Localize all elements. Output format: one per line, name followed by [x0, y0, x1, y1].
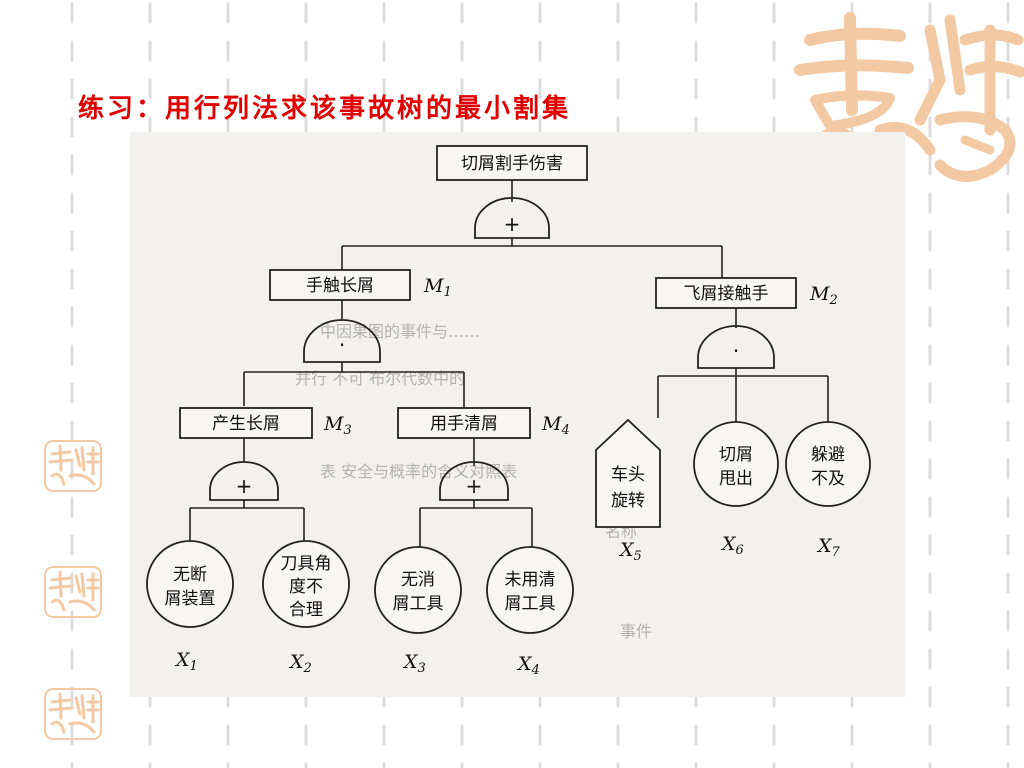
basic-event-circle-x6 [693, 421, 779, 507]
or-gate-m3 [209, 461, 279, 501]
fault-tree-figure: 中因果图的事件与…… 并行 不可 布尔代数中的 表 安全与概率的含义对照表 名称… [130, 132, 905, 697]
var-tag-x7: X7 [816, 535, 841, 560]
basic-label-x2-line3: 合理 [289, 600, 323, 620]
connector-lines [189, 180, 829, 548]
basic-label-x2-line2: 度不 [289, 577, 323, 597]
basic-label-x4-line2: 屑工具 [505, 594, 556, 614]
jixiang-logo-small-1 [44, 440, 102, 492]
scan-bleed-through: 中因果图的事件与…… 并行 不可 布尔代数中的 表 安全与概率的含义对照表 名称… [295, 322, 652, 641]
basic-event-circle-x4 [486, 546, 574, 634]
top-event-label: 切屑割手伤害 [461, 154, 563, 174]
basic-label-x4-line1: 未用清 [505, 570, 556, 590]
basic-event-shapes [146, 418, 871, 634]
basic-label-x6-line1: 切屑 [719, 445, 753, 465]
basic-event-circle-x7 [785, 421, 871, 507]
var-tag-m4: M4 [541, 413, 570, 438]
basic-label-x7-line2: 不及 [811, 469, 845, 489]
basic-event-labels: 无断 屑装置 刀具角 度不 合理 无消 屑工具 未用清 屑工具 车头 旋转 切屑… [165, 445, 846, 620]
event-label-m3: 产生长屑 [212, 414, 280, 434]
gate-symbol-m1: · [339, 333, 345, 357]
house-event-x5 [595, 418, 661, 528]
svg-text:中因果图的事件与……: 中因果图的事件与…… [320, 322, 480, 341]
gate-symbol-m2: · [733, 339, 739, 363]
var-tag-x6: X6 [720, 533, 744, 558]
gate-symbol-top: + [504, 212, 521, 236]
fault-tree-diagram: 中因果图的事件与…… 并行 不可 布尔代数中的 表 安全与概率的含义对照表 名称… [146, 145, 871, 678]
var-tag-m3: M3 [323, 413, 352, 438]
basic-label-x6-line2: 甩出 [719, 469, 753, 489]
var-tag-x3: X3 [402, 651, 426, 676]
gate-shapes [209, 197, 775, 501]
basic-label-x1-line1: 无断 [173, 565, 207, 585]
event-box-m1 [269, 269, 411, 301]
event-boxes [179, 145, 797, 439]
basic-event-circle-x3 [374, 546, 462, 634]
event-label-m2: 飞屑接触手 [684, 284, 769, 304]
basic-label-x5-line1: 车头 [611, 465, 645, 485]
jixiang-logo-small-2 [44, 566, 102, 618]
gate-symbol-m3: + [236, 474, 253, 498]
event-label-m4: 用手清屑 [430, 414, 498, 434]
svg-text:事件: 事件 [620, 622, 652, 641]
jixiang-logo-small-3 [44, 688, 102, 740]
basic-label-x3-line1: 无消 [401, 570, 435, 590]
svg-text:并行 不可 布尔代数中的: 并行 不可 布尔代数中的 [295, 369, 465, 388]
top-event-box [436, 145, 588, 181]
basic-event-circle-x1 [146, 540, 234, 628]
basic-label-x3-line2: 屑工具 [393, 594, 444, 614]
var-tag-m2: M2 [809, 283, 838, 308]
var-tag-x4: X4 [516, 653, 540, 678]
svg-text:表 安全与概率的含义对照表: 表 安全与概率的含义对照表 [320, 462, 517, 481]
var-tag-x2: X2 [288, 651, 312, 676]
basic-label-x1-line2: 屑装置 [165, 589, 216, 609]
var-tag-x5: X5 [618, 539, 642, 564]
basic-label-x5-line2: 旋转 [611, 491, 645, 511]
or-gate-m4 [439, 461, 509, 501]
or-gate-top [474, 197, 550, 239]
var-tag-x1: X1 [174, 649, 198, 674]
basic-event-circle-x2 [262, 540, 350, 628]
slide-title: 练习：用行列法求该事故树的最小割集 [78, 94, 572, 124]
event-box-m2 [655, 277, 797, 309]
basic-label-x7-line1: 躲避 [811, 445, 845, 465]
gate-symbol-m4: + [466, 474, 483, 498]
var-tag-m1: M1 [423, 275, 452, 300]
event-box-m3 [179, 407, 313, 439]
and-gate-m1 [303, 319, 381, 363]
basic-label-x2-line1: 刀具角 [281, 554, 332, 574]
and-gate-m2 [697, 325, 775, 369]
event-label-m1: 手触长屑 [306, 276, 374, 296]
event-box-m4 [397, 407, 531, 439]
